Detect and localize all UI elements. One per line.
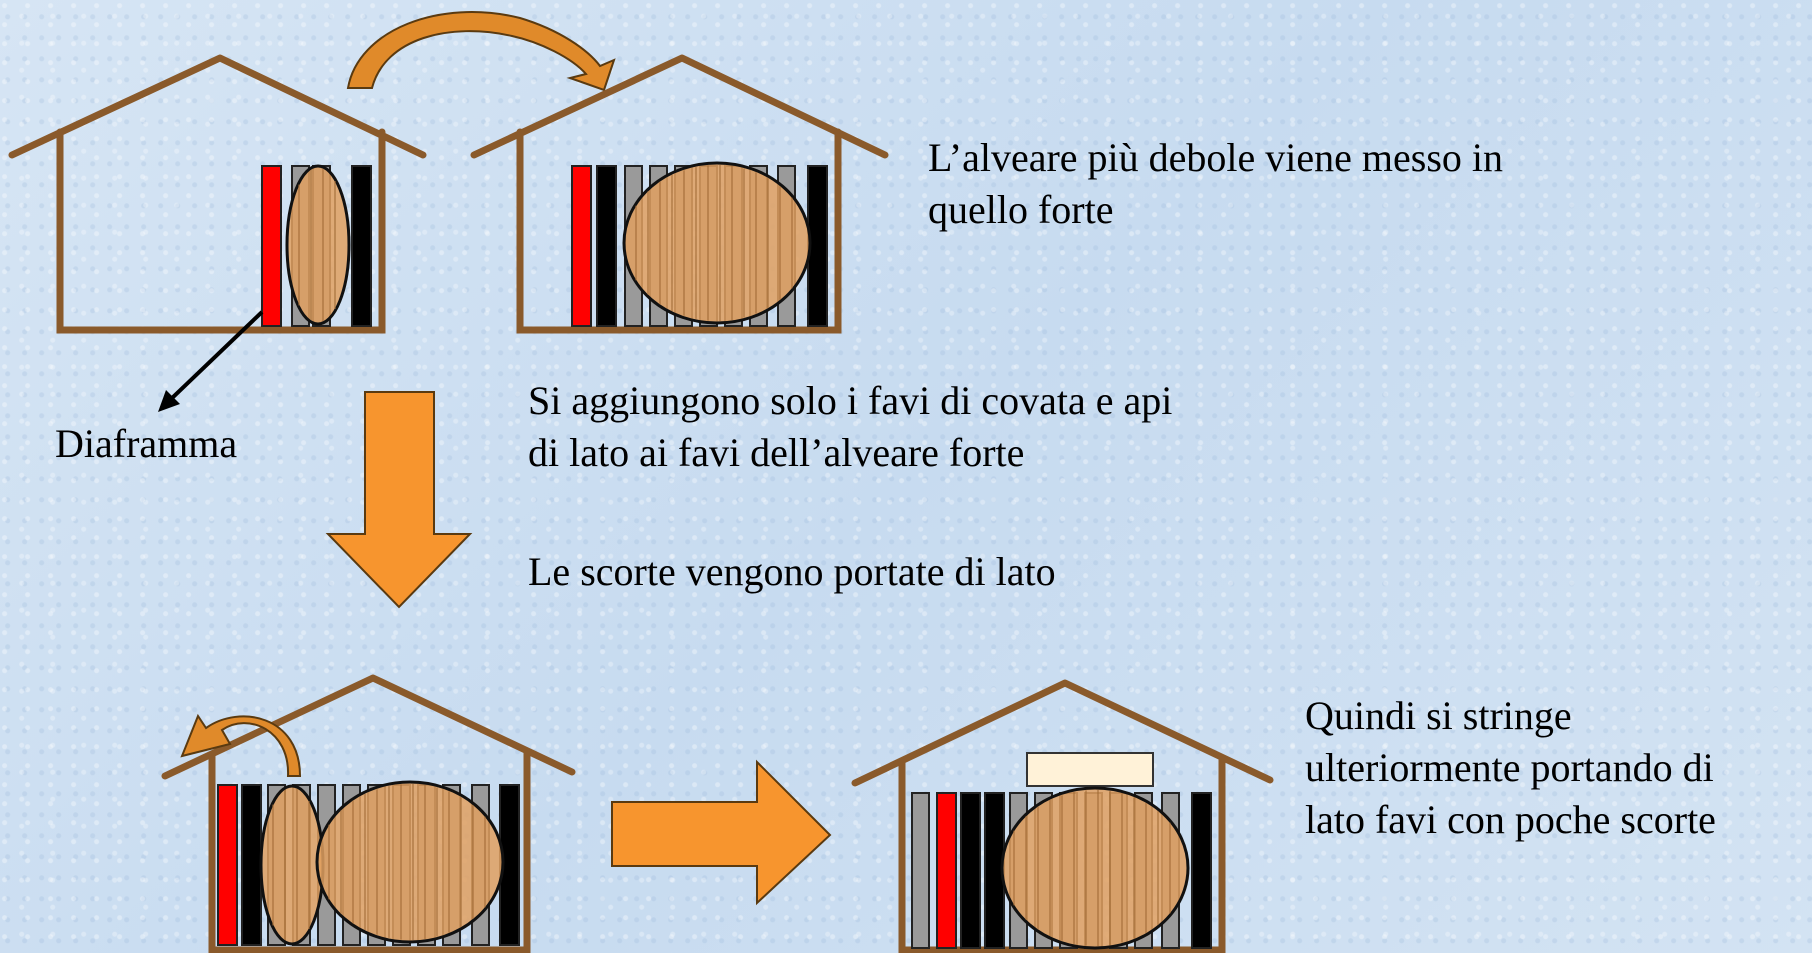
label-divider: Diaframma: [55, 421, 238, 466]
hive-weak: [8, 54, 427, 334]
frame-red: [217, 784, 238, 946]
caption-top-line-2: quello forte: [928, 187, 1114, 232]
caption-bottom-line-3: lato favi con poche scorte: [1305, 797, 1716, 842]
caption-top-line-1: L’alveare più debole viene messo in: [928, 135, 1503, 180]
hive-merged-outline: [161, 674, 576, 780]
frame-black: [1191, 792, 1212, 949]
caption-middle-line-1: Si aggiungono solo i favi di covata e ap…: [528, 378, 1173, 423]
divider-pointer-arrow: [158, 310, 264, 412]
down-arrow: [325, 391, 473, 609]
hive-weak-body: [56, 128, 386, 334]
bee-cluster: [1000, 786, 1190, 950]
caption-bottom-line-1: Quindi si stringe: [1305, 693, 1572, 738]
frame-red: [936, 792, 957, 949]
hive-final-outline: [851, 679, 1274, 787]
hive-final: [851, 679, 1274, 953]
caption-bottom-line-2: ulteriormente portando di: [1305, 745, 1714, 790]
curved-arrow-transfer: [346, 11, 616, 92]
hive-merged: [161, 674, 576, 953]
frame-red: [261, 165, 282, 327]
caption-stores: Le scorte vengono portate di lato: [528, 549, 1056, 594]
right-arrow: [611, 759, 832, 906]
caption-top: L’alveare più debole viene messo in quel…: [928, 132, 1503, 236]
caption-middle: Si aggiungono solo i favi di covata e ap…: [528, 375, 1172, 479]
hive-strong-body: [516, 128, 842, 334]
frame-red: [571, 165, 592, 327]
bee-cluster: [285, 164, 351, 326]
frame-black: [351, 165, 372, 327]
hive-merged-body: [208, 748, 531, 953]
caption-bottom: Quindi si stringe ulteriormente portando…: [1305, 690, 1716, 846]
hive-final-body: [898, 756, 1226, 953]
bee-cluster: [315, 780, 505, 944]
frame-black: [241, 784, 262, 946]
frame-black: [596, 165, 617, 327]
curved-arrow-small: [180, 713, 302, 777]
feeder: [1026, 752, 1154, 787]
hive-strong-outline: [470, 54, 889, 159]
hive-strong: [470, 54, 889, 334]
caption-middle-line-2: di lato ai favi dell’alveare forte: [528, 430, 1025, 475]
bee-cluster-small: [259, 784, 325, 946]
frame-black: [960, 792, 981, 949]
frame-gray: [911, 792, 930, 949]
bee-cluster: [622, 161, 812, 325]
hive-weak-outline: [8, 54, 427, 159]
